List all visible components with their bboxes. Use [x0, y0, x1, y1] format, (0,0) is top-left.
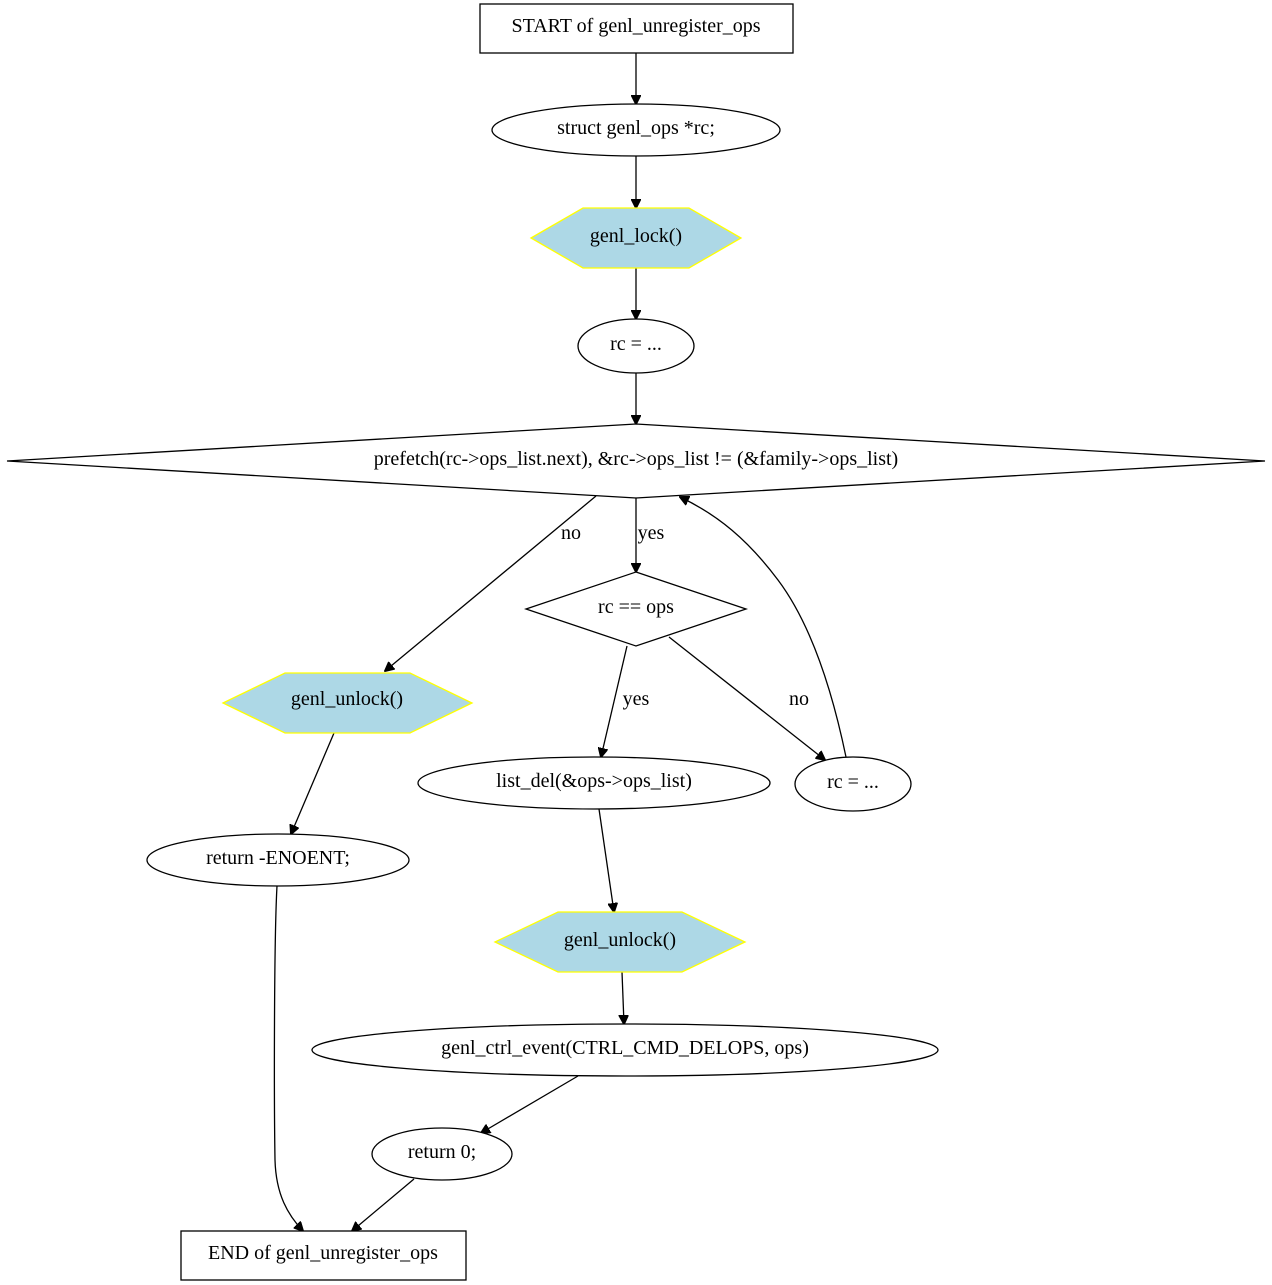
edge-enoent-end	[273, 885, 303, 1231]
edge-match-listdel	[601, 645, 628, 757]
node-loop-cond: prefetch(rc->ops_list.next), &rc->ops_li…	[6, 423, 1266, 499]
node-lock-label: genl_lock()	[590, 225, 682, 247]
node-ctrl-event-label: genl_ctrl_event(CTRL_CMD_DELOPS, ops)	[441, 1037, 809, 1059]
node-rc-init: rc = ...	[577, 318, 695, 374]
edge-unlockfail-enoent	[291, 732, 335, 834]
node-match-cond: rc == ops	[523, 571, 749, 647]
node-unlock-ok-label: genl_unlock()	[564, 929, 676, 951]
edge-label-loop-yes: yes	[638, 522, 665, 544]
edge-label-loop-no: no	[561, 522, 581, 544]
node-rc-init-label: rc = ...	[610, 333, 662, 355]
edge-match-rcnext	[668, 636, 825, 760]
node-decl: struct genl_ops *rc;	[491, 103, 781, 157]
node-end-label: END of genl_unregister_ops	[208, 1242, 438, 1264]
edge-ctrlevent-return0	[481, 1075, 579, 1133]
node-match-cond-label: rc == ops	[598, 596, 674, 618]
edge-label-match-no: no	[789, 688, 809, 710]
node-start: START of genl_unregister_ops	[479, 3, 794, 54]
node-loop-cond-label: prefetch(rc->ops_list.next), &rc->ops_li…	[374, 448, 898, 470]
node-unlock-fail: genl_unlock()	[221, 672, 474, 734]
node-list-del: list_del(&ops->ops_list)	[417, 756, 771, 810]
edge-rcnext-loop	[680, 497, 847, 758]
node-decl-label: struct genl_ops *rc;	[557, 117, 715, 139]
node-ctrl-event: genl_ctrl_event(CTRL_CMD_DELOPS, ops)	[311, 1023, 939, 1077]
edge-label-match-yes: yes	[623, 688, 650, 710]
node-return-enoent-label: return -ENOENT;	[206, 847, 350, 869]
node-list-del-label: list_del(&ops->ops_list)	[496, 770, 692, 792]
node-unlock-ok: genl_unlock()	[493, 911, 747, 973]
node-return-zero: return 0;	[371, 1127, 513, 1181]
edge-unlockok-ctrlevent	[622, 971, 624, 1024]
node-return-zero-label: return 0;	[408, 1141, 476, 1163]
node-return-enoent: return -ENOENT;	[146, 833, 410, 887]
edge-labels: no yes yes no	[561, 522, 809, 710]
node-start-label: START of genl_unregister_ops	[511, 15, 760, 37]
node-lock: genl_lock()	[529, 207, 743, 269]
node-unlock-fail-label: genl_unlock()	[291, 688, 403, 710]
node-rc-next: rc = ...	[794, 756, 912, 812]
edges	[273, 53, 847, 1231]
edge-return0-end	[352, 1178, 415, 1231]
node-rc-next-label: rc = ...	[827, 771, 879, 793]
edge-loop-unlockfail	[385, 495, 597, 671]
edge-listdel-unlockok	[598, 808, 614, 912]
node-end: END of genl_unregister_ops	[180, 1230, 467, 1281]
